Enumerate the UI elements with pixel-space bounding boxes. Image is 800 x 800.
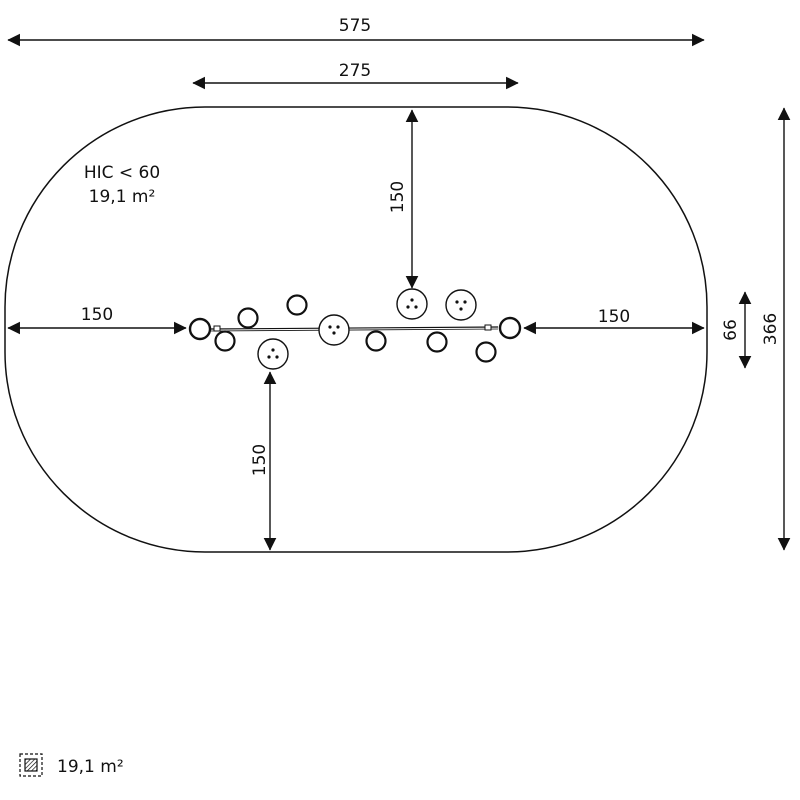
stepping-disc [396, 288, 428, 320]
stepping-post [426, 331, 448, 353]
stepping-disc [318, 314, 350, 346]
end-post-left [188, 317, 212, 341]
end-post-right [498, 316, 522, 340]
beam-bracket-right [484, 324, 492, 331]
beam-line [209, 326, 499, 330]
stepping-post [365, 330, 387, 352]
safety-area-outline [4, 106, 708, 553]
dimension-label-inner-width: 275 [339, 61, 371, 81]
stepping-post [237, 307, 259, 329]
area-note: 19,1 m² [89, 187, 156, 207]
dimension-label-total-width: 575 [339, 16, 371, 36]
dimension-label-equipment-depth: 66 [721, 319, 741, 341]
legend-area-label: 19,1 m² [57, 757, 124, 777]
stepping-post [286, 294, 308, 316]
beam-bracket-left [213, 325, 221, 332]
beam-line-inner [209, 328, 499, 332]
hic-note: HIC < 60 [84, 163, 160, 183]
hatched-square-icon [19, 753, 43, 777]
dimension-label-left-clearance: 150 [81, 305, 113, 325]
equipment [188, 288, 522, 370]
stepping-disc [257, 338, 289, 370]
stepping-disc [445, 289, 477, 321]
stepping-post [214, 330, 236, 352]
dimension-label-total-depth: 366 [761, 313, 781, 345]
dimension-label-bottom-clearance: 150 [250, 444, 270, 476]
dimension-label-top-clearance: 150 [388, 181, 408, 213]
dimension-label-right-clearance: 150 [598, 307, 630, 327]
stepping-post [475, 341, 497, 363]
legend: 19,1 m² [19, 753, 124, 777]
